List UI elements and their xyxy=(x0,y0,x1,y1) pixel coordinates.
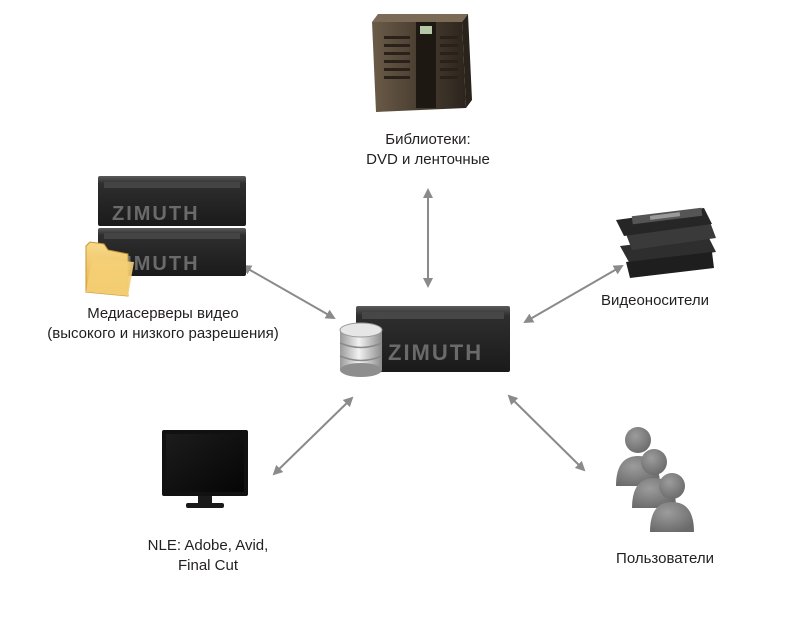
folder-icon xyxy=(85,241,134,297)
media-servers-label-line-1: Медиасерверы видео xyxy=(87,305,239,322)
media-servers-label-line-2: (высокого и низкого разрешения) xyxy=(47,325,279,342)
video-media-label: Видеоносители xyxy=(585,291,725,311)
users-group-icon xyxy=(616,427,694,532)
library-label-line-1: Библиотеки: xyxy=(385,131,471,148)
edge-central-media-servers xyxy=(241,265,336,319)
server-brand-logo: ZIMUTH xyxy=(388,340,483,365)
edge-central-nle xyxy=(272,396,354,476)
video-media-label-line-1: Видеоносители xyxy=(600,292,709,309)
edge-central-users xyxy=(507,394,586,472)
server-brand-logo: ZIMUTH xyxy=(112,203,200,225)
monitor-icon xyxy=(162,430,248,508)
rack-server-stack-icon: ZIMUTH ZIMUTH xyxy=(85,176,246,297)
database-icon xyxy=(339,322,383,377)
edges xyxy=(241,188,624,476)
users-label: Пользователи xyxy=(590,549,740,569)
vhs-cassettes-icon xyxy=(616,207,716,278)
server-brand-logo: ZIMUTH xyxy=(112,253,200,275)
tape-library-icon xyxy=(372,14,472,112)
library-label: Библиотеки: DVD и ленточные xyxy=(343,130,513,170)
nle-label-line-2: Final Cut xyxy=(177,557,239,574)
nle-label: NLE: Adobe, Avid, Final Cut xyxy=(128,536,288,576)
users-label-line-1: Пользователи xyxy=(616,550,714,567)
edge-central-video-media xyxy=(523,265,624,323)
media-servers-label: Медиасерверы видео (высокого и низкого р… xyxy=(18,304,308,344)
central-server-icon: ZIMUTH xyxy=(339,306,510,377)
nle-label-line-1: NLE: Adobe, Avid, xyxy=(147,537,269,554)
library-label-line-2: DVD и ленточные xyxy=(366,151,490,168)
